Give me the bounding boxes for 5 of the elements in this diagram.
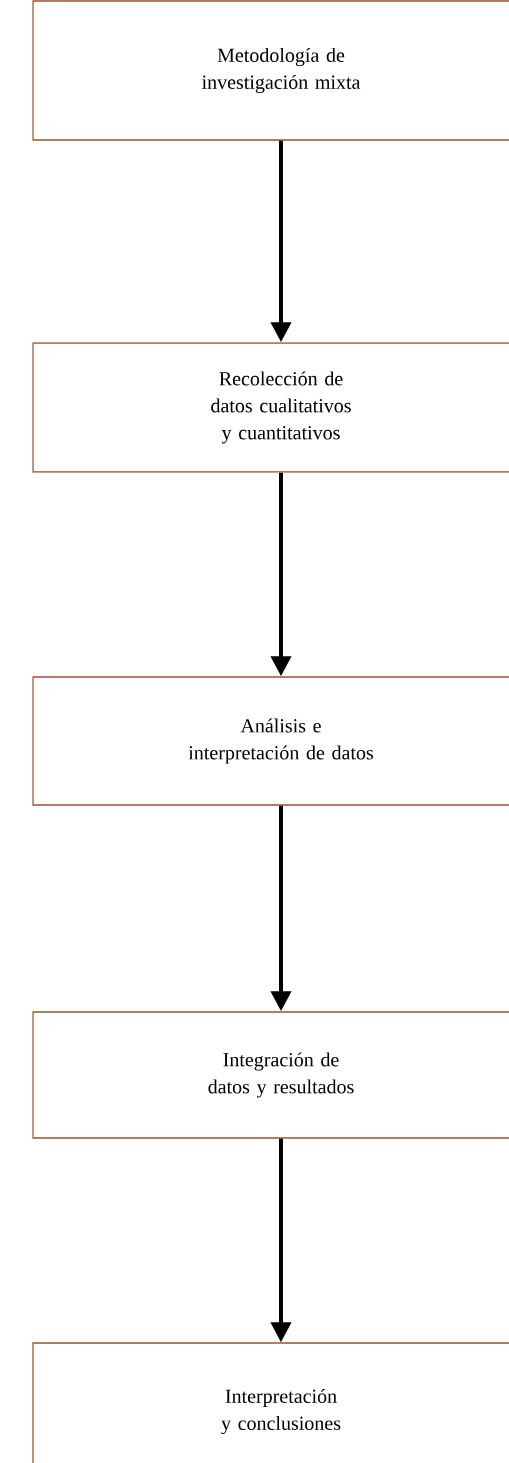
process-box: Análisis e interpretación de datos [32,676,509,806]
process-box: Interpretación y conclusiones [32,1342,509,1463]
process-box: Metodología de investigación mixta [32,0,509,141]
process-box: Integración de datos y resultados [32,1011,509,1139]
process-box: Recolección de datos cualitativos y cuantitativos [32,342,509,473]
